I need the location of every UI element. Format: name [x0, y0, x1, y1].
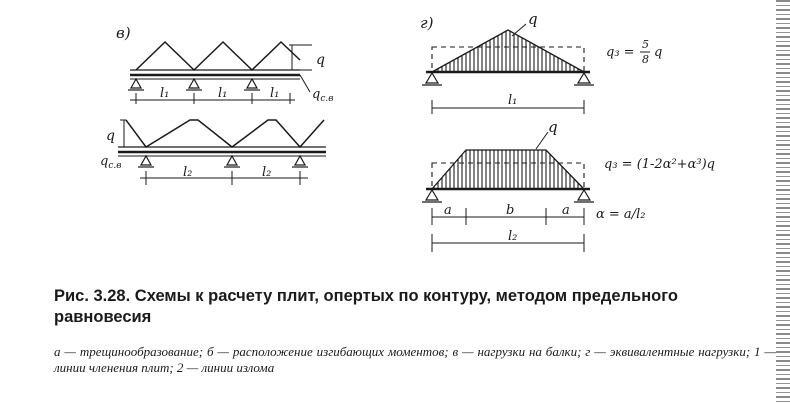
panel-g-frac-num: 5	[642, 38, 649, 51]
panel-g-l2: l₂	[508, 229, 517, 244]
equivalent-triangle-load	[431, 29, 585, 73]
panel-g-l1: l₁	[508, 93, 517, 108]
figure-drawing: в) q qc.в l₁ l₁ l₁ q qc.в l₂ l₂ г) q q₃ …	[100, 10, 715, 252]
figure-caption-title: Рис. 3.28. Схемы к расчету плит, опертых…	[54, 287, 678, 326]
panel-v-q-label: q	[316, 52, 325, 68]
panel-g-bottom-diagram	[422, 131, 594, 252]
panel-g-frac-den: 8	[642, 53, 649, 66]
page-edge-shadow	[776, 0, 790, 403]
panel-v-l1-b: l₁	[218, 86, 227, 101]
panel-v-q-bottom: q	[106, 128, 115, 144]
figure-caption-notes: а — трещинообразование; б — расположение…	[54, 344, 776, 375]
panel-g-formula-bottom: q₃ = (1-2α²+α³)q	[604, 157, 715, 172]
panel-g-top-diagram	[422, 23, 594, 114]
trapezoidal-load-bottom	[125, 119, 325, 149]
panel-g-b: b	[506, 203, 514, 218]
triangular-load-top	[135, 40, 301, 72]
supports-top	[128, 77, 260, 91]
panel-v-qcv-bottom: qc.в	[100, 154, 121, 171]
panel-g-a-left: a	[444, 203, 452, 218]
panel-g-alpha-def: α = a/l₂	[596, 207, 645, 222]
panel-v-l2-b: l₂	[262, 165, 271, 180]
panel-g-a-right: a	[562, 203, 570, 218]
panel-g-formula-top-tail: q	[654, 45, 662, 60]
supports-bottom	[138, 154, 308, 168]
panel-g-tag: г)	[420, 14, 434, 32]
panel-g-q-top: q	[528, 10, 538, 28]
equivalent-trapezoid-load	[430, 149, 586, 190]
panel-v-l1-c: l₁	[270, 86, 279, 101]
panel-v-l1-a: l₁	[160, 86, 169, 101]
panel-v-qcv-top: qc.в	[312, 87, 333, 104]
panel-v-tag: в)	[116, 24, 131, 42]
panel-v-l2-a: l₂	[183, 165, 192, 180]
panel-g-q-bottom: q	[548, 118, 558, 136]
panel-v-top-diagram	[128, 40, 312, 104]
panel-v-bottom-diagram	[118, 119, 326, 185]
panel-g-formula-top: q₃ =	[606, 45, 635, 60]
